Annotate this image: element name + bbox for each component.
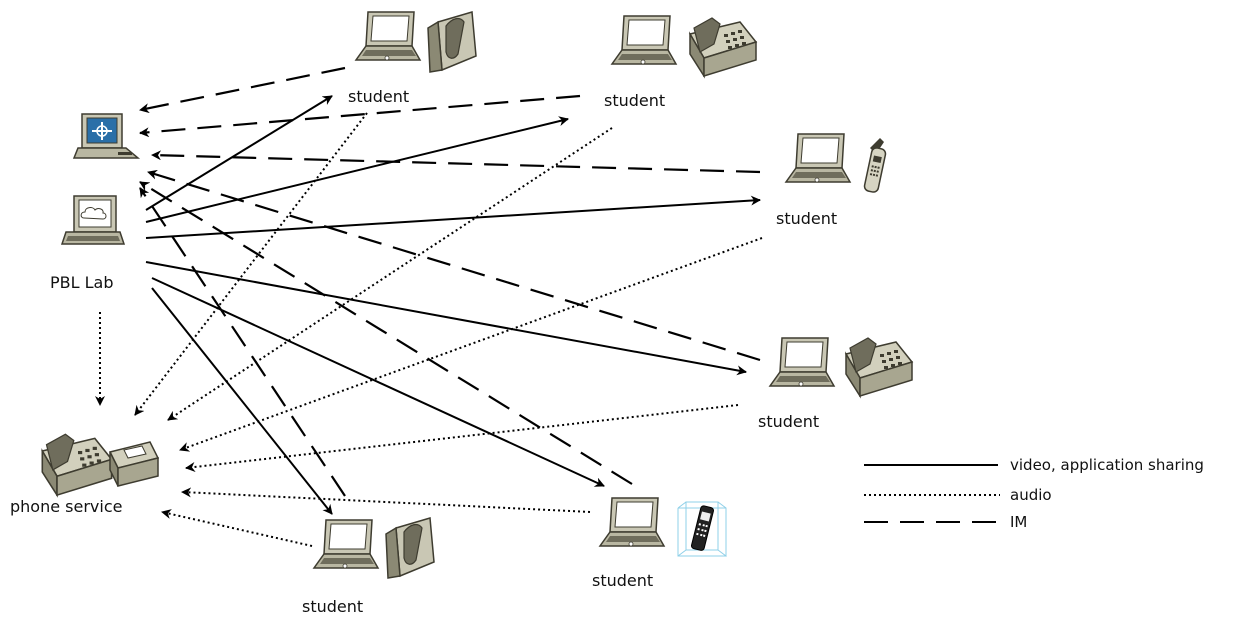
student-right-upper-label: student [776, 209, 838, 228]
video-line-student-top-right [145, 116, 569, 223]
video-lines [145, 95, 761, 515]
im-lines [139, 66, 761, 497]
student-right-upper-cordless-icon [862, 137, 888, 194]
video-line-student-bottom-mid [151, 277, 605, 487]
student-bottom-mid-label: student [592, 571, 654, 590]
im-line-student-right-lower [147, 169, 761, 362]
im-line-student-bottom [139, 187, 346, 497]
video-line-student-right-lower [145, 261, 747, 376]
legend-video-label: video, application sharing [1010, 456, 1204, 474]
im-line-student-top [139, 66, 346, 114]
video-line-student-top [145, 95, 333, 211]
student-top-right-phone-icon [689, 17, 757, 77]
student-bottom-mid-laptop-icon [599, 497, 665, 547]
student-top-right-laptop-icon [611, 15, 677, 65]
phone-service-label: phone service [10, 497, 123, 516]
lab-workstation-icon [60, 195, 126, 245]
lab-server-icon [72, 113, 141, 159]
im-line-student-right-upper [151, 150, 761, 174]
student-right-upper-laptop-icon [785, 133, 851, 183]
student-top-phone-icon [427, 11, 477, 73]
audio-lines [95, 112, 763, 547]
lab-label: PBL Lab [50, 273, 114, 292]
student-right-lower-laptop-icon [769, 337, 835, 387]
im-line-student-top-right [139, 94, 581, 138]
legend [864, 464, 1000, 523]
audio-line-student-bottom-mid [181, 487, 591, 513]
audio-line-student-top-right [167, 127, 613, 421]
audio-line-student-right-lower [185, 404, 739, 472]
legend-im-label: IM [1010, 513, 1028, 531]
im-line-student-bottom-mid [139, 181, 633, 485]
student-top-right-label: student [604, 91, 666, 110]
student-bottom-laptop-icon [313, 519, 379, 569]
audio-line-student-bottom [161, 509, 313, 547]
video-line-student-bottom [151, 287, 333, 515]
student-bottom-phone-icon [385, 517, 435, 579]
student-top-label: student [348, 87, 410, 106]
legend-audio-label: audio [1010, 486, 1052, 504]
phone-service-icon [41, 433, 160, 496]
student-bottom-label: student [302, 597, 364, 616]
student-right-lower-label: student [758, 412, 820, 431]
student-bottom-mid-mobile-icon [677, 501, 727, 557]
audio-line-student-right-upper [179, 237, 763, 452]
student-top-laptop-icon [355, 11, 421, 61]
student-right-lower-phone-icon [845, 337, 913, 397]
video-line-student-right-upper [145, 195, 761, 239]
audio-line-student-top [134, 112, 368, 416]
